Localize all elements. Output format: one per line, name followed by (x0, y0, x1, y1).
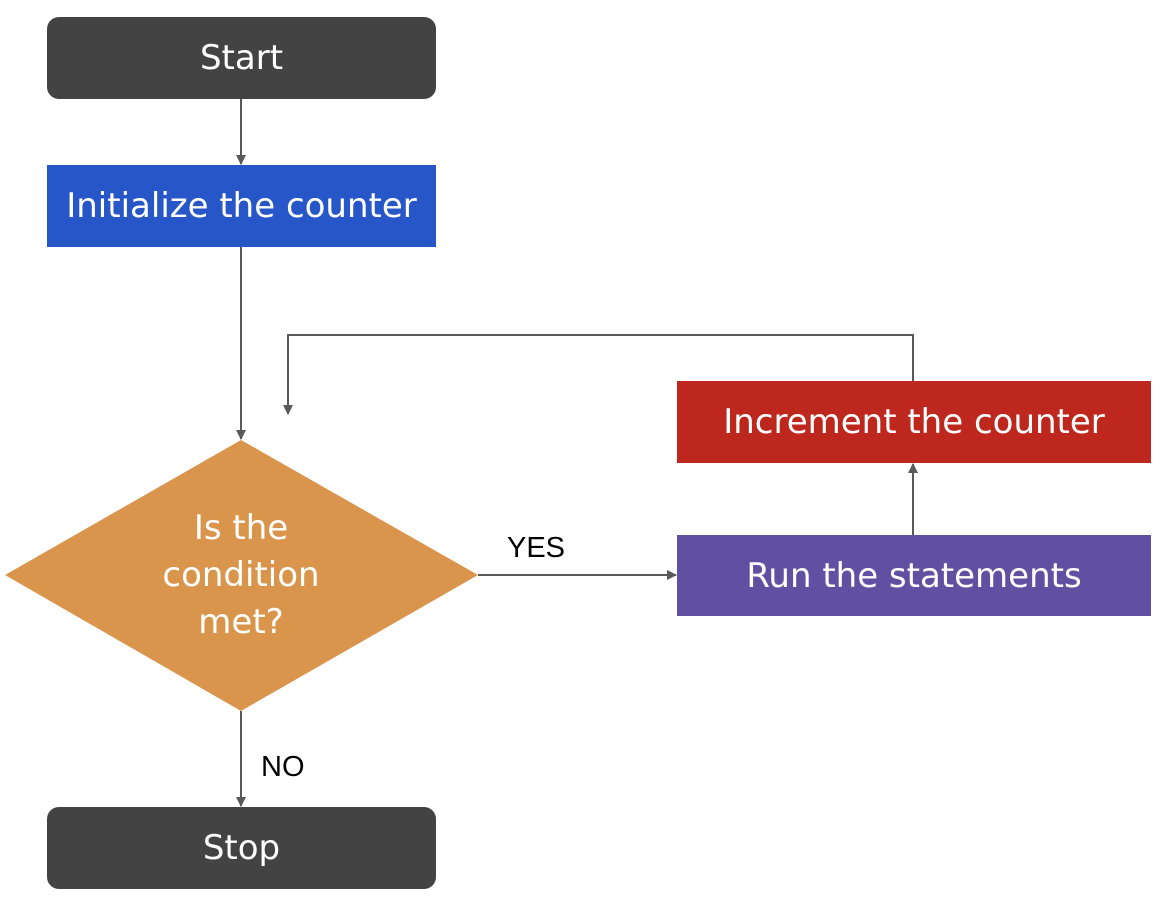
start-node: Start (47, 17, 436, 99)
yes-edge-label: YES (507, 532, 566, 564)
decision-label-line: condition (162, 555, 320, 595)
run-statements-node: Run the statements (677, 535, 1151, 616)
decision-label-line: Is the (193, 508, 289, 548)
no-edge-label: NO (261, 751, 305, 783)
stop-node: Stop (47, 807, 436, 889)
decision-label: Is the condition met? (141, 505, 341, 646)
initialize-counter-node: Initialize the counter (47, 165, 436, 247)
decision-label-line: met? (198, 602, 284, 642)
increment-counter-node: Increment the counter (677, 381, 1151, 463)
decision-diamond (5, 440, 478, 711)
arrow-increment-loop-back (283, 334, 914, 415)
